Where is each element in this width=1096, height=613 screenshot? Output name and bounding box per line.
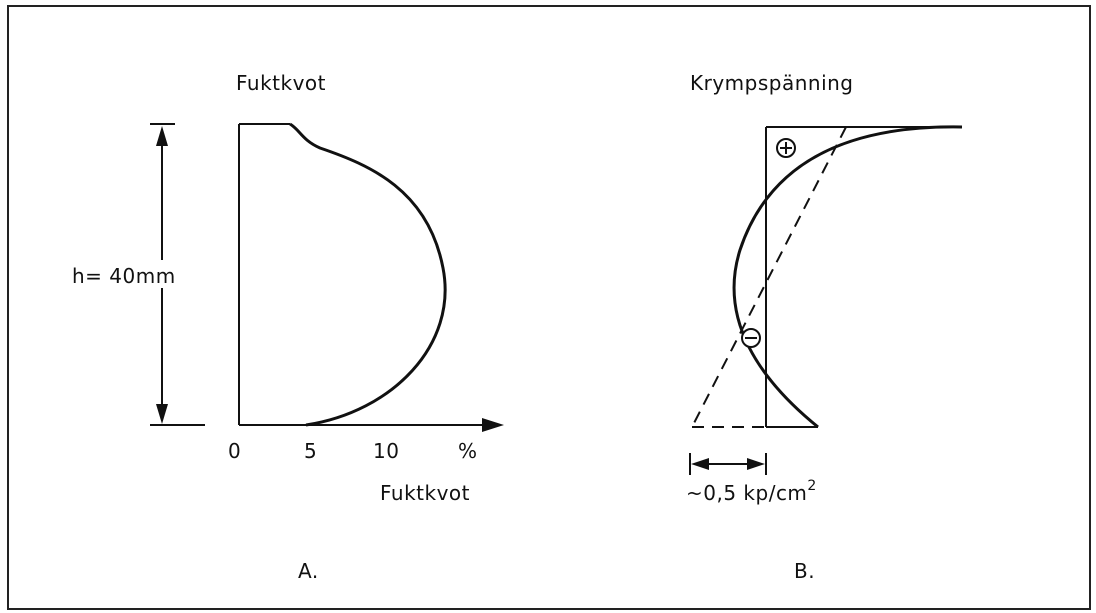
panel-b: Krympspänning ~0,5 kp/c: [686, 71, 963, 583]
panel-b-title: Krympspänning: [690, 71, 854, 95]
tick-5: 5: [304, 439, 317, 463]
panel-b-caption: B.: [794, 559, 815, 583]
plus-sign-icon: [776, 138, 796, 158]
panel-a: Fuktkvot h= 40mm 0 5 10 % Fuktkvot A.: [72, 71, 504, 583]
moisture-curve: [289, 122, 447, 427]
scale-label-exponent: 2: [807, 478, 816, 494]
panel-a-caption: A.: [298, 559, 319, 583]
panel-a-x-axis-arrow: [482, 418, 504, 432]
tick-percent: %: [458, 439, 478, 463]
scale-label-text: ~0,5 kp/cm: [686, 481, 807, 505]
height-dimension: [150, 123, 205, 426]
shrinkage-stress-curve: [732, 125, 963, 429]
minus-sign-icon: [741, 328, 761, 348]
height-arrow-down: [156, 404, 168, 424]
tick-10: 10: [373, 439, 399, 463]
panel-a-axis-label: Fuktkvot: [380, 481, 470, 505]
scale-bar: [689, 453, 767, 475]
height-label: h= 40mm: [72, 264, 176, 288]
tick-0: 0: [228, 439, 241, 463]
scale-label: ~0,5 kp/cm2: [686, 478, 817, 505]
linear-stress-line: [691, 126, 847, 428]
height-arrow-up: [156, 126, 168, 146]
panel-a-title: Fuktkvot: [236, 71, 326, 95]
figure-frame: [7, 5, 1091, 610]
